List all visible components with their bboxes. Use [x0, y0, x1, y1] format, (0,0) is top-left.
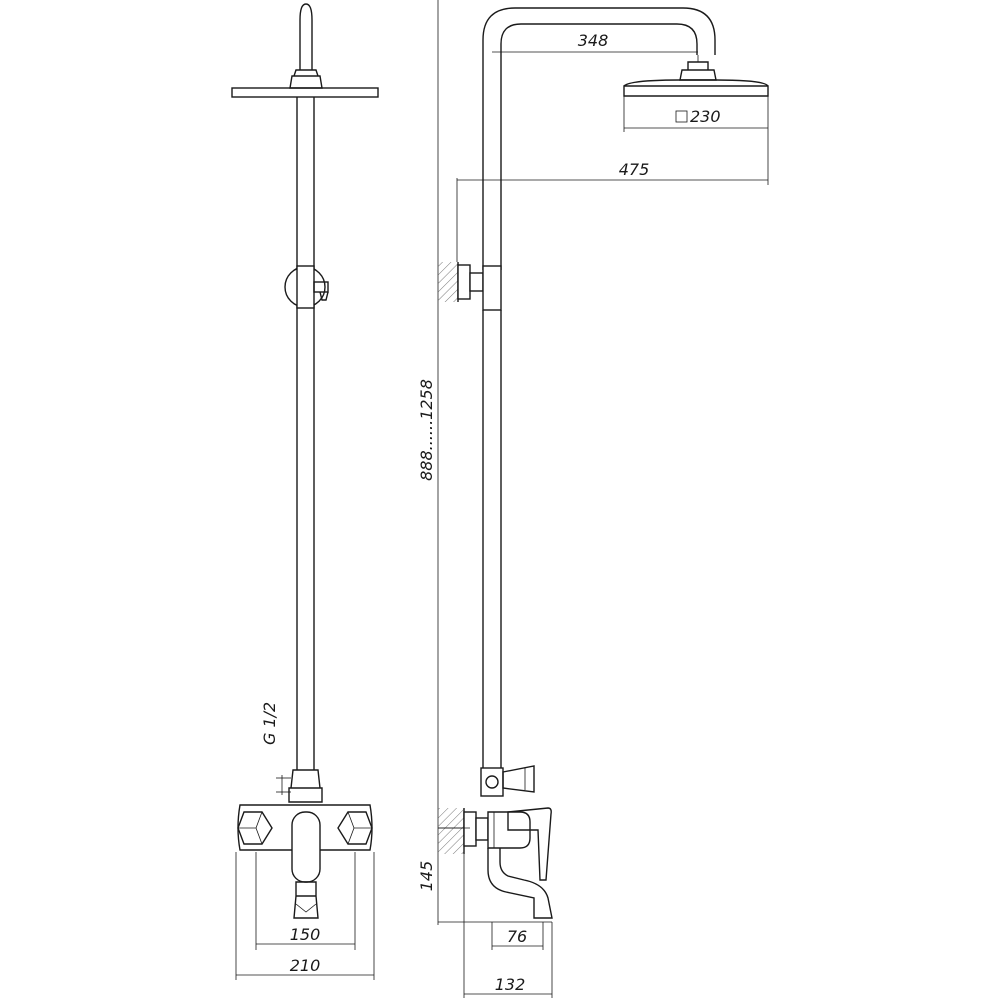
side-shower-arm-outer [482, 7, 716, 270]
front-right-eccentric [337, 811, 373, 845]
side-diverter-knob [485, 775, 499, 789]
side-upper-bracket [457, 264, 471, 300]
front-view: G 1/2 150 210 [231, 3, 379, 980]
upper-wall-hatch [438, 262, 458, 302]
dim-label-spout-height: 145 [417, 861, 436, 892]
front-head-connector [289, 69, 323, 89]
front-spout [293, 881, 319, 919]
side-head-connector [679, 61, 717, 81]
lower-wall-hatch [438, 808, 464, 854]
side-shower-head [623, 79, 769, 97]
dim-label-inner-width: 150 [290, 925, 321, 944]
dim-label-head-size: 230 [690, 107, 721, 126]
front-shower-head [231, 87, 379, 98]
thread-size-label: G 1/2 [260, 702, 279, 745]
front-mixer-body [237, 804, 373, 851]
front-mixer-lever [291, 811, 321, 883]
dim-label-overall-reach: 475 [619, 160, 650, 179]
dim-label-arm-reach: 348 [578, 31, 609, 50]
side-shower-arm-inner [500, 23, 698, 270]
square-symbol [675, 110, 688, 123]
side-mixer-lever [507, 807, 552, 881]
dim-label-outer-width: 210 [290, 956, 321, 975]
side-bath-spout [487, 848, 553, 919]
dim-label-spout-offset: 76 [507, 927, 527, 946]
dim-label-spout-length: 132 [495, 975, 526, 994]
front-top-pipe [299, 3, 313, 70]
side-view: 348 230 475 888......1258 [417, 0, 769, 998]
side-lower-eccentric [463, 811, 477, 847]
side-diverter-handle [502, 765, 535, 793]
dim-label-height-range: 888......1258 [417, 379, 436, 481]
front-pipe-union [288, 769, 323, 803]
